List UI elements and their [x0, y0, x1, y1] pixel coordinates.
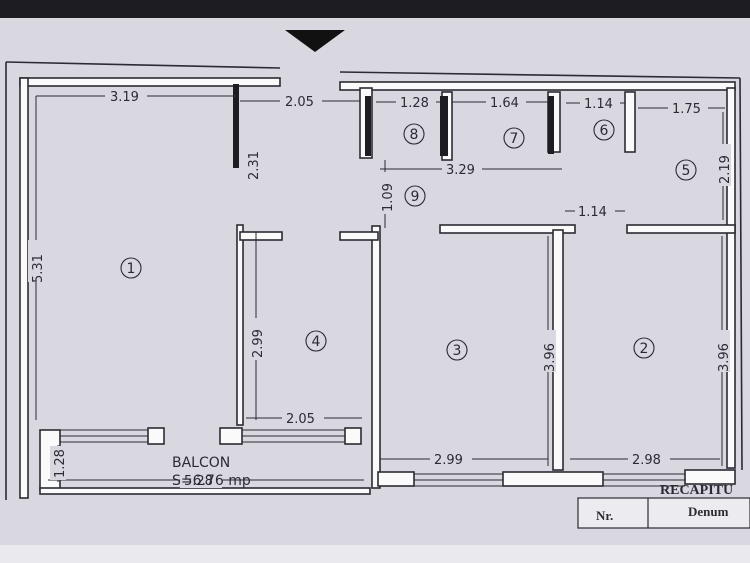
- room-labels: 1 2 3 4 5 6 7 8 9: [127, 123, 691, 359]
- top-shadow: [0, 0, 750, 18]
- dimension-label: 2.05: [285, 95, 314, 110]
- recap-col-nr: Nr.: [596, 508, 613, 523]
- dimension-label: 1.64: [490, 96, 519, 111]
- windows: [60, 429, 685, 487]
- dimension-labels: 3.19 2.05 1.28 1.64 1.14 1.75 3.29 1.14 …: [28, 88, 733, 489]
- partition-wall: [233, 84, 239, 168]
- dimension-label: 1.28: [53, 449, 68, 478]
- recap-title: RECAPITU: [660, 483, 733, 498]
- dimension-label: 1.14: [578, 205, 607, 220]
- dimension-label: 2.99: [434, 453, 463, 468]
- dimension-label: 2.99: [251, 329, 266, 358]
- recap-table: RECAPITU Nr. Denum: [577, 483, 750, 529]
- dimension-label: 2.05: [286, 412, 315, 427]
- dimension-label: 5.28: [184, 474, 213, 489]
- dimension-label: 2.98: [632, 453, 661, 468]
- bottom-margin: [0, 545, 750, 563]
- room-number: 2: [640, 341, 649, 357]
- dimension-label: 1.09: [381, 183, 396, 212]
- room-number: 9: [411, 189, 420, 205]
- partition-wall: [548, 96, 554, 154]
- walls: [19, 77, 736, 499]
- dimension-label: 1.14: [584, 97, 613, 112]
- dimension-label: 3.19: [110, 90, 139, 105]
- partition-wall: [440, 96, 448, 156]
- dimension-label: 1.75: [672, 102, 701, 117]
- room-markers: [120, 119, 697, 361]
- room-number: 5: [682, 163, 691, 179]
- room-number: 8: [410, 127, 419, 143]
- dimension-label: 1.28: [400, 96, 429, 111]
- room-number: 1: [127, 261, 136, 277]
- room-number: 3: [453, 343, 462, 359]
- dimension-label: 3.29: [446, 163, 475, 178]
- balcony-area: S=6.76 mp: [172, 473, 251, 489]
- partition-wall: [365, 96, 371, 156]
- north-arrow-icon: [285, 30, 345, 52]
- outer-boundary: [5, 61, 743, 500]
- dimension-label: 2.19: [718, 155, 733, 184]
- balcony-name: BALCON: [172, 455, 230, 471]
- room-number: 7: [510, 131, 519, 147]
- room-number: 6: [600, 123, 609, 139]
- recap-col-name: Denum: [688, 504, 729, 519]
- dimension-label: 3.96: [543, 343, 558, 372]
- room-number: 4: [312, 334, 321, 350]
- dimension-label: 2.31: [247, 151, 262, 180]
- dimension-label: 5.31: [31, 254, 46, 283]
- dimension-label: 3.96: [717, 343, 732, 372]
